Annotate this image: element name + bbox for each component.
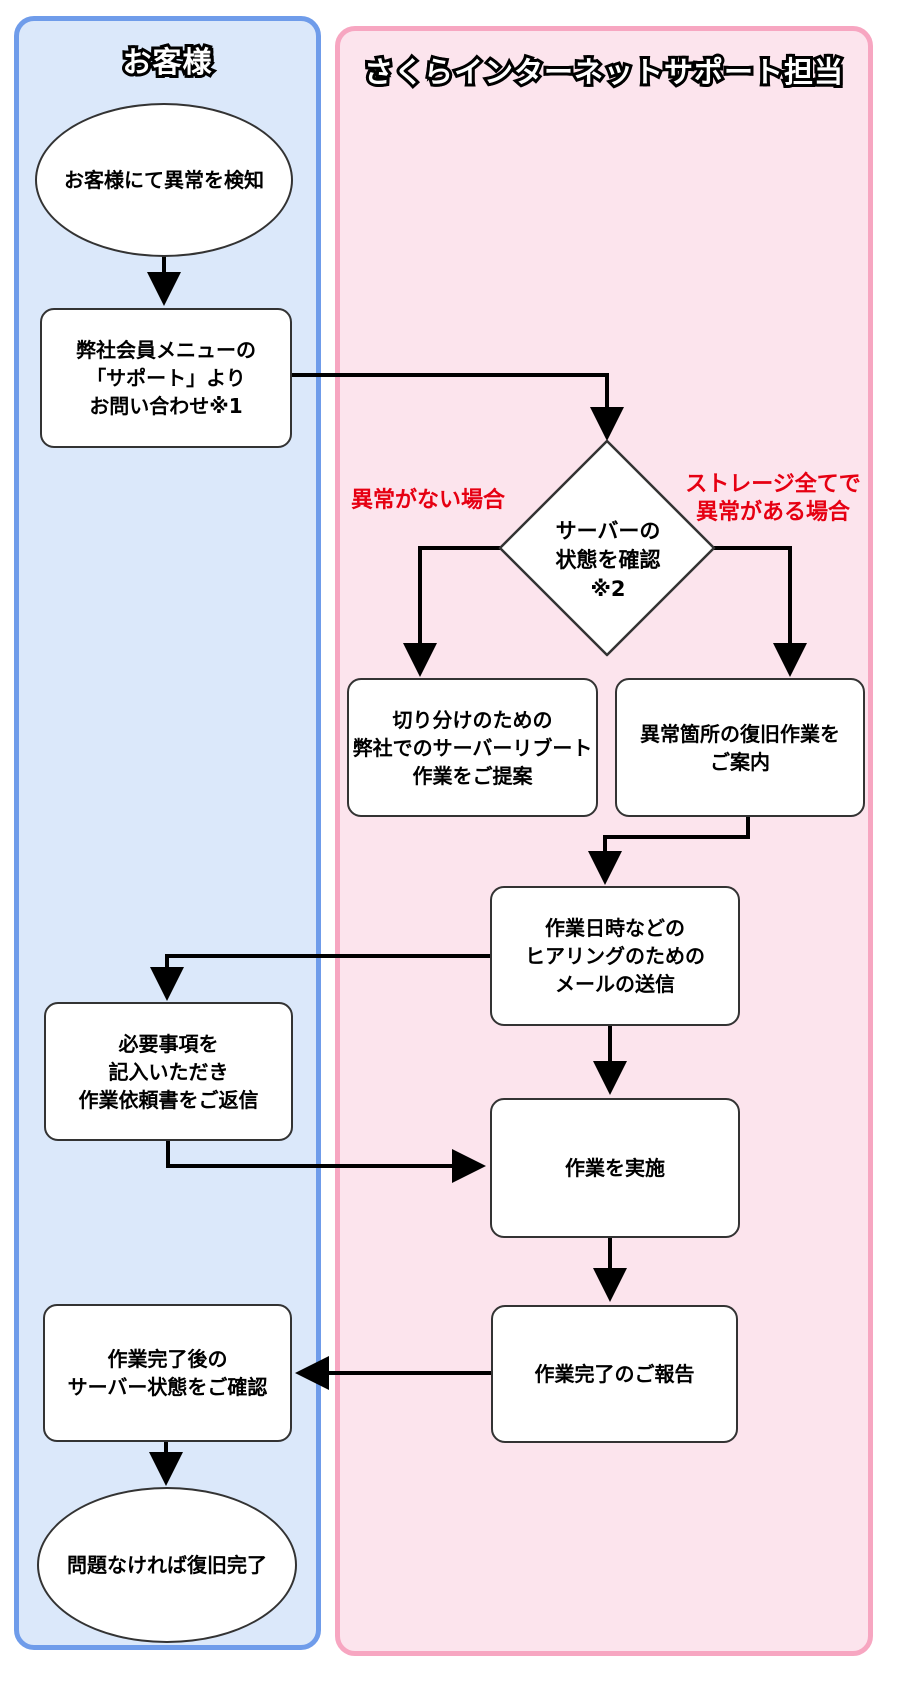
node-check-line2: 状態を確認: [555, 548, 661, 572]
node-reboot-line3: 作業をご提案: [412, 763, 533, 788]
arrow-restore-to-mail: [588, 817, 750, 885]
node-mail-line2: ヒアリングのための: [525, 944, 705, 968]
customer-lane-title: お客様 お客様: [19, 39, 316, 82]
node-form-line1: 必要事項を: [118, 1031, 219, 1056]
node-restore-line2: ご案内: [710, 749, 770, 774]
arrow-form-to-work: [166, 1141, 486, 1183]
node-return-request-form: 必要事項を 記入いただき 作業依頼書をご返信: [44, 1002, 293, 1141]
node-form-line2: 記入いただき: [108, 1059, 229, 1084]
node-contact-support: 弊社会員メニューの 「サポート」より お問い合わせ※1: [40, 308, 292, 448]
node-contact-line3: お問い合わせ※1: [89, 394, 243, 418]
node-verify-line2: サーバー状態をご確認: [67, 1375, 268, 1399]
node-verify-line1: 作業完了後の: [107, 1347, 228, 1371]
arrow-check-to-restore: [714, 546, 807, 677]
node-contact-line2: 「サポート」より: [86, 366, 246, 390]
branch-label-no-abnormality-text: 異常がない場合: [350, 488, 505, 513]
arrow-check-to-reboot: [403, 546, 500, 677]
node-check-line3: ※2: [590, 577, 626, 601]
node-mail-line3: メールの送信: [555, 972, 675, 996]
node-report-label: 作業完了のご報告: [534, 1362, 695, 1386]
node-recovery-complete: 問題なければ復旧完了: [37, 1487, 297, 1643]
branch-label-storage-abnormality: ストレージ全てで 異常がある場合: [648, 471, 898, 527]
node-work-label: 作業を実施: [565, 1156, 665, 1180]
node-check-line1: サーバーの: [555, 519, 661, 543]
node-send-hearing-mail: 作業日時などの ヒアリングのための メールの送信: [490, 886, 740, 1026]
branch-label-storage-line2: 異常がある場合: [695, 500, 850, 525]
node-restore-guidance: 異常箇所の復旧作業を ご案内: [615, 678, 865, 817]
node-detect-anomaly: お客様にて異常を検知: [35, 103, 293, 257]
node-form-line3: 作業依頼書をご返信: [78, 1087, 259, 1112]
decision-diamond-shape: [498, 439, 716, 657]
support-lane-title-text: さくらインターネットサポート担当: [363, 55, 844, 89]
arrow-verify-to-done: [149, 1442, 183, 1486]
node-verify-server-state: 作業完了後の サーバー状態をご確認: [43, 1304, 292, 1442]
node-completion-report: 作業完了のご報告: [491, 1305, 738, 1443]
node-recovery-complete-label: 問題なければ復旧完了: [67, 1553, 267, 1577]
node-contact-line1: 弊社会員メニューの: [76, 338, 256, 362]
node-reboot-line1: 切り分けのための: [392, 707, 553, 732]
node-check-server-status: サーバーの 状態を確認 ※2: [500, 517, 716, 604]
branch-label-no-abnormality: 異常がない場合: [300, 487, 505, 515]
node-reboot-line2: 弊社でのサーバーリブート: [352, 735, 593, 760]
node-perform-work: 作業を実施: [490, 1098, 740, 1238]
node-restore-line1: 異常箇所の復旧作業を: [640, 721, 840, 746]
arrow-report-to-verify: [295, 1356, 491, 1390]
arrow-work-to-report: [593, 1238, 627, 1302]
node-propose-reboot: 切り分けのための 弊社でのサーバーリブート 作業をご提案: [347, 678, 598, 817]
support-lane-title-outline: さくらインターネットサポート担当: [361, 52, 846, 92]
support-lane-title: さくらインターネットサポート担当 さくらインターネットサポート担当: [340, 49, 868, 92]
arrow-mail-to-form: [150, 954, 490, 1001]
node-mail-line1: 作業日時などの: [545, 916, 685, 940]
customer-lane-title-outline: お客様: [119, 42, 214, 82]
customer-lane-title-text: お客様: [122, 45, 213, 79]
branch-label-storage-line1: ストレージ全てで: [685, 472, 861, 497]
arrow-detect-to-contact: [147, 255, 181, 306]
arrow-mail-to-work: [593, 1026, 627, 1095]
node-detect-anomaly-label: お客様にて異常を検知: [64, 168, 264, 192]
arrow-contact-to-check: [292, 373, 624, 441]
